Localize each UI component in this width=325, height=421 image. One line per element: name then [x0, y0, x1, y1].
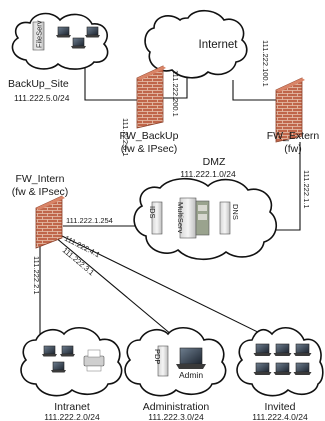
invited-name: Invited	[265, 401, 296, 413]
laptop-icon	[50, 361, 67, 373]
laptop-icon	[70, 37, 87, 49]
invited-subnet: 111.222.4.0/24	[252, 412, 308, 421]
dmz-server-dns-label: DNS	[231, 204, 240, 220]
invited-cloud	[236, 327, 324, 397]
administration-subnet: 111.222.3.0/24	[148, 412, 204, 421]
fw-backup-name: FW_BackUp	[120, 130, 179, 142]
dns-server-icon	[219, 201, 231, 235]
link-internet-fwbackup	[163, 78, 188, 99]
dmz-cloud	[133, 177, 277, 261]
dmz-subnet: 111.222.1.0/24	[180, 169, 236, 179]
printer-icon	[83, 349, 105, 372]
fw-backup-ip-left: 111.222.5.1	[121, 118, 130, 157]
laptop-icon	[253, 343, 272, 357]
dmz-server-ids-label: IDS	[148, 206, 157, 219]
link-backup-fwbackup	[84, 62, 137, 101]
fileserv-label: FileServ	[35, 20, 44, 48]
laptop-icon	[55, 26, 72, 38]
intranet-cloud	[20, 327, 123, 397]
laptop-icon	[273, 362, 292, 376]
fw-backup-ip-right: 111.222.200.1	[171, 70, 180, 117]
administration-name: Administration	[143, 401, 210, 413]
laptop-icon	[84, 26, 101, 38]
ids-server-icon	[151, 201, 163, 235]
fw-intern-ip-intranet: 111.222.2.1	[32, 256, 41, 295]
dmz-server-multiserv-label: MultiServ	[176, 202, 185, 234]
laptop-icon	[293, 343, 312, 357]
backup-site-subnet: 111.222.5.0/24	[14, 93, 70, 103]
backup-site-name: BackUp_Site	[8, 78, 69, 90]
laptop-icon	[273, 343, 292, 357]
fw-backup-desc: (fw & IPsec)	[121, 143, 178, 155]
laptop-icon	[253, 362, 272, 376]
dmz-name: DMZ	[203, 156, 226, 168]
admin-workstation-label: Admin	[179, 370, 203, 380]
fw-extern-firewall	[275, 77, 305, 143]
fw-backup-firewall	[136, 65, 166, 129]
link-fwintern-admin	[54, 236, 179, 341]
link-fwintern-invited	[59, 234, 275, 341]
laptop-icon	[59, 345, 76, 357]
fw-extern-desc: (fw)	[284, 143, 302, 155]
fileserv-server-icon	[32, 21, 45, 51]
fw-intern-desc: (fw & IPsec)	[12, 186, 69, 198]
fw-extern-name: FW_Extern	[267, 130, 320, 142]
fw-intern-name: FW_Intern	[15, 173, 64, 185]
intranet-name: Intranet	[54, 401, 90, 413]
internet-label: Internet	[199, 39, 239, 51]
pdp-server-icon	[157, 345, 169, 377]
laptop-icon	[41, 345, 58, 357]
fw-extern-ip-bottom: 111.222.1.1	[302, 170, 311, 209]
backup-site-cloud: FileServ	[11, 12, 109, 70]
multiserv-server-icon	[179, 197, 210, 239]
internet-cloud	[144, 9, 248, 79]
fw-intern-ip-dmz: 111.222.1.254	[66, 216, 113, 225]
intranet-subnet: 111.222.2.0/24	[44, 412, 100, 421]
admin-pdp-label: PDP	[153, 349, 162, 364]
fw-extern-ip-top: 111.222.100.1	[261, 40, 270, 87]
laptop-icon	[293, 362, 312, 376]
administration-cloud	[124, 327, 227, 397]
link-internet-fwextern	[232, 80, 276, 101]
link-fwextern-dmz	[271, 142, 301, 231]
fw-intern-firewall	[35, 195, 65, 249]
admin-workstation-icon	[176, 347, 206, 369]
